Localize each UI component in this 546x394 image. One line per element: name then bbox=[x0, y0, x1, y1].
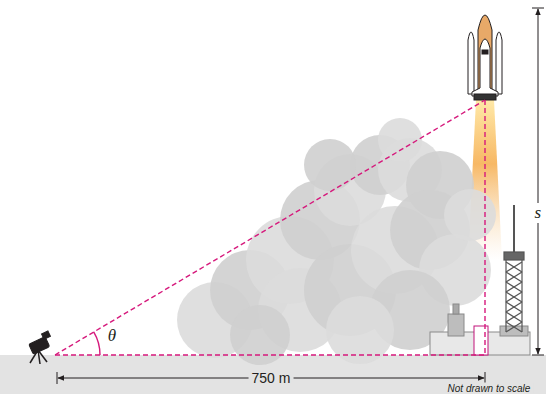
height-label: s bbox=[531, 203, 544, 223]
scale-note: Not drawn to scale bbox=[445, 383, 534, 394]
smoke-cloud bbox=[177, 118, 496, 365]
triangle-lines bbox=[55, 100, 485, 355]
height-dimension bbox=[532, 8, 544, 355]
launch-tower bbox=[504, 205, 524, 332]
camera bbox=[29, 331, 51, 364]
space-shuttle bbox=[468, 15, 502, 100]
angle-arc bbox=[94, 332, 100, 355]
distance-label: 750 m bbox=[249, 370, 294, 386]
angle-label: θ bbox=[105, 326, 119, 346]
launch-pad bbox=[430, 304, 530, 355]
